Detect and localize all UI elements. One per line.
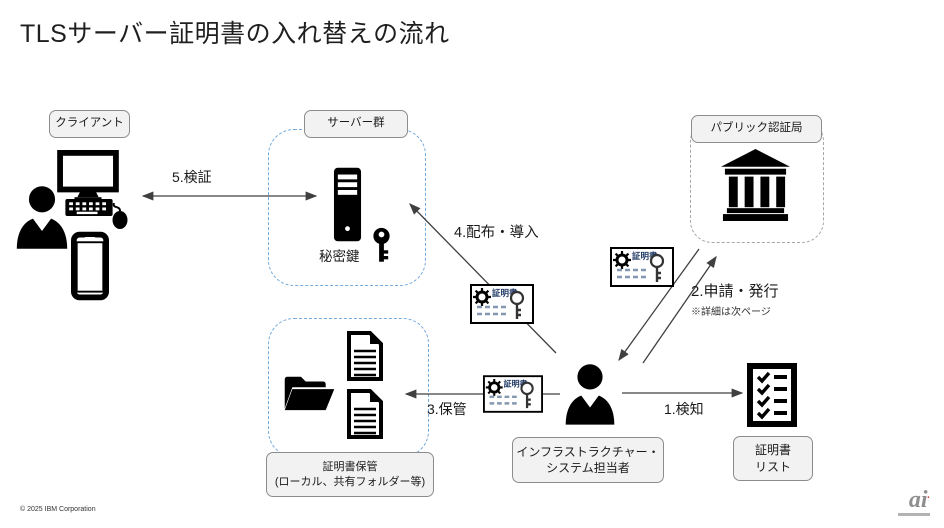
key-icon <box>373 227 390 262</box>
monitor-icon <box>57 150 119 202</box>
step-store-label: 3.保管 <box>427 401 467 417</box>
certificate-icon: 証明書 <box>483 375 543 413</box>
certificate-label: 証明書 <box>504 379 528 389</box>
keyboard-icon <box>65 199 113 216</box>
cert-list-label-line1: 証明書 <box>754 443 791 458</box>
bank-icon <box>720 148 791 221</box>
copyright-text: © 2025 IBM Corporation <box>20 506 96 513</box>
step-request-issue-note: ※詳細は次ページ <box>691 307 771 318</box>
public-ca-label: パブリック認証局 <box>710 122 803 135</box>
document-icon <box>347 331 383 381</box>
admin-label-line2: システム担当者 <box>546 461 630 475</box>
folder-icon <box>284 376 335 411</box>
private-key-label: 秘密鍵 <box>319 249 360 264</box>
server-group-label-box: サーバー群 <box>304 110 408 138</box>
cert-storage-label-line2: (ローカル、共有フォルダー等) <box>274 475 426 488</box>
user-icon <box>16 186 68 249</box>
cert-storage-label-box: 証明書保管 (ローカル、共有フォルダー等) <box>266 452 434 497</box>
certificate-icon: 証明書 <box>470 284 534 324</box>
step-deploy-label: 4.配布・導入 <box>454 225 539 241</box>
cert-storage-label-line1: 証明書保管 <box>322 460 378 473</box>
site-watermark: ai. <box>898 488 930 516</box>
server-icon <box>333 167 362 242</box>
page-title: TLSサーバー証明書の入れ替えの流れ <box>20 20 450 48</box>
step-detect-label: 1.検知 <box>664 401 704 417</box>
certificate-icon: 証明書 <box>610 247 674 287</box>
document-icon <box>347 389 383 439</box>
step-verify-label: 5.検証 <box>172 169 212 185</box>
client-label-box: クライアント <box>49 110 130 138</box>
server-group-label: サーバー群 <box>327 117 385 130</box>
cert-list-label-line2: リスト <box>754 459 791 474</box>
step-request-issue-label: 2.申請・発行 <box>691 283 779 300</box>
watermark-text: ai <box>908 487 928 513</box>
cert-list-label-box: 証明書 リスト <box>733 436 813 481</box>
public-ca-label-box: パブリック認証局 <box>691 115 822 143</box>
smartphone-icon <box>71 231 109 301</box>
admin-user-icon <box>565 364 615 425</box>
mouse-icon <box>112 203 128 229</box>
admin-label-box: インフラストラクチャー・ システム担当者 <box>512 437 664 483</box>
client-label: クライアント <box>55 117 124 130</box>
admin-label-line1: インフラストラクチャー・ <box>516 444 660 459</box>
watermark-logo: ai. <box>909 487 930 513</box>
checklist-icon <box>747 363 797 427</box>
watermark-subtext-bar <box>898 513 930 516</box>
watermark-dot: . <box>927 490 931 501</box>
